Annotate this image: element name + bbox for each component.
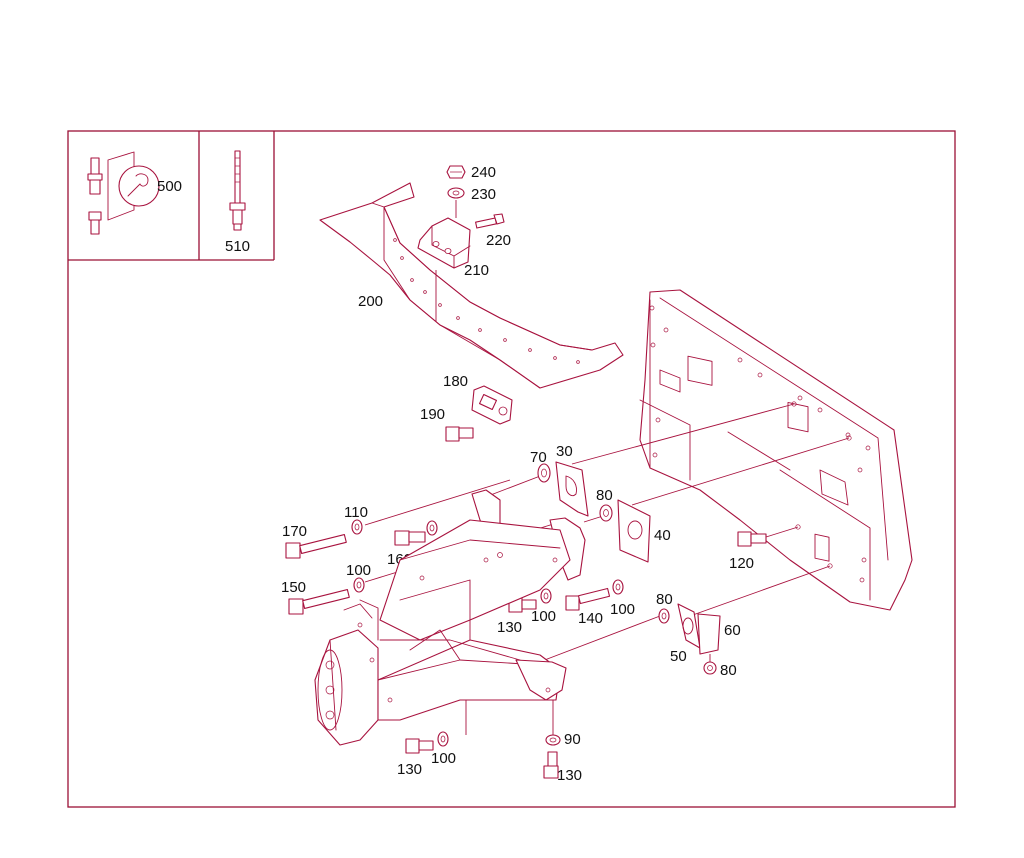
callout-80-middle: 80 (656, 591, 673, 608)
callout-60: 60 (724, 622, 741, 639)
callout-100-middle: 100 (531, 608, 556, 625)
callout-240: 240 (471, 164, 496, 181)
callout-200: 200 (358, 293, 383, 310)
bolt-220 (475, 213, 505, 229)
callout-120: 120 (729, 555, 754, 572)
callout-150: 150 (281, 579, 306, 596)
nut-240 (446, 165, 466, 179)
callout-130-lower: 130 (397, 761, 422, 778)
wrench-icon (87, 151, 160, 235)
callout-510: 510 (225, 238, 250, 255)
callout-70: 70 (530, 449, 547, 466)
washer-70 (537, 463, 551, 483)
bolt-140 (565, 587, 611, 611)
callout-170: 170 (282, 523, 307, 540)
bolt-130-lower (405, 738, 434, 754)
clip-180 (471, 385, 513, 425)
washer-100-left (353, 577, 365, 593)
callout-140: 140 (578, 610, 603, 627)
plate-60 (697, 613, 721, 655)
washer-80-upper (599, 504, 613, 522)
callout-40: 40 (654, 527, 671, 544)
callout-100-right: 100 (610, 601, 635, 618)
long-bolt-icon (229, 150, 246, 231)
callout-100-left: 100 (346, 562, 371, 579)
bolt-130-vertical (543, 751, 559, 779)
washer-100-middle (540, 588, 552, 604)
callout-190: 190 (420, 406, 445, 423)
cross-member-200 (319, 182, 624, 389)
frame-bracket-assembly (314, 489, 586, 746)
callout-100-lower: 100 (431, 750, 456, 767)
callout-230: 230 (471, 186, 496, 203)
inset-panel-tools (68, 131, 275, 261)
washer-100-right (612, 579, 624, 595)
washer-110-lower (426, 520, 438, 536)
plate-50 (677, 603, 701, 649)
bolt-190 (445, 426, 474, 442)
washer-90 (545, 734, 561, 746)
washer-100-lower (437, 731, 449, 747)
callout-50: 50 (670, 648, 687, 665)
washer-230 (447, 187, 465, 199)
diagram-frame (67, 130, 956, 808)
callout-90: 90 (564, 731, 581, 748)
callout-80-lower: 80 (720, 662, 737, 679)
plate-30 (555, 461, 589, 517)
bracket-210 (417, 217, 471, 269)
nut-80-lower (703, 661, 717, 675)
washer-80-middle (658, 608, 670, 624)
callout-210: 210 (464, 262, 489, 279)
callout-220: 220 (486, 232, 511, 249)
rear-cross-member (639, 289, 913, 611)
callout-80-upper: 80 (596, 487, 613, 504)
callout-130-middle: 130 (497, 619, 522, 636)
bolt-120 (737, 531, 767, 547)
bolt-160 (394, 530, 426, 546)
callout-500: 500 (157, 178, 182, 195)
callout-110-upper: 110 (344, 504, 368, 521)
callout-180: 180 (443, 373, 468, 390)
callout-30: 30 (556, 443, 573, 460)
bolt-170 (285, 534, 347, 559)
callout-130-vertical: 130 (557, 767, 582, 784)
washer-110-upper (351, 519, 363, 535)
plate-40 (617, 499, 651, 563)
bolt-150 (288, 589, 350, 615)
